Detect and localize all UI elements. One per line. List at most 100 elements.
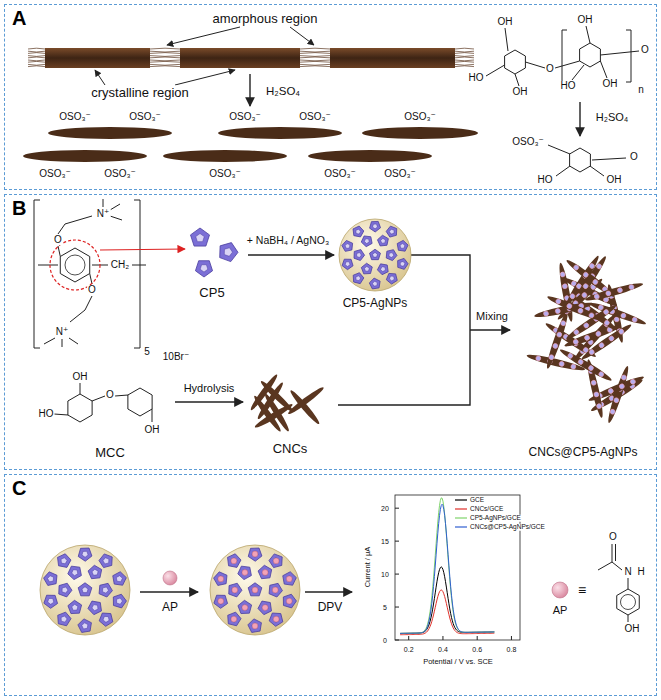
diagram-label: + NaBH₄ / AgNO₃ [246, 235, 330, 246]
cellulose-fibre [455, 51, 474, 53]
silver-nanoparticle [356, 229, 361, 234]
silver-nanoparticle [386, 226, 397, 237]
benzene-ring [617, 589, 640, 615]
silver-nanoparticle [258, 601, 271, 615]
benzene-ring [60, 43, 639, 615]
silver-nanoparticle [398, 258, 408, 269]
silver-nanoparticle [231, 616, 237, 622]
silver-nanoparticle [262, 569, 268, 575]
silver-nanoparticle [62, 587, 68, 593]
diagram-label: MCC [94, 446, 126, 459]
dpv-chart [408, 636, 409, 640]
silver-nanoparticle [40, 219, 411, 635]
silver-nanoparticle [214, 572, 227, 586]
silver-nanoparticle [361, 263, 372, 274]
silver-nanoparticle [88, 601, 101, 615]
cellulose-fibre [455, 55, 474, 57]
cellulose-fibre [150, 52, 180, 54]
silver-nanoparticle [252, 551, 258, 557]
chemical-bond [626, 30, 631, 82]
silver-nanoparticle [389, 253, 394, 258]
chemical-bond [612, 544, 613, 562]
nanocomposite-cluster [558, 347, 613, 384]
dpv-chart [395, 508, 399, 509]
panel-frame: B [4, 194, 657, 470]
diagram-label: OH [72, 372, 89, 382]
silver-nanoparticle [389, 229, 394, 234]
cellulose-nanocrystal [23, 150, 147, 162]
nanocomposite-cluster [588, 300, 647, 327]
nanocomposite-cluster [560, 272, 566, 278]
silver-nanoparticle [58, 554, 71, 568]
nanocomposite-cluster [588, 312, 594, 318]
nanocomposite-cluster [567, 353, 574, 360]
cellulose-fibre [28, 60, 45, 62]
dpv-chart [395, 574, 399, 575]
nanocomposite-cluster [629, 284, 635, 290]
nanocomposite-cluster [548, 354, 554, 360]
reaction-arrow [140, 255, 510, 592]
silver-nanoparticle [377, 264, 388, 275]
chemical-bond [58, 216, 92, 234]
silver-nanoparticle [218, 576, 224, 582]
silver-nanoparticle [242, 570, 248, 576]
diagram-label: 10Br⁻ [162, 352, 190, 362]
chemical-bond [34, 200, 40, 348]
nanocomposite-cluster [564, 258, 616, 300]
cellulose-fibre [180, 48, 300, 68]
silver-nanoparticle [210, 545, 300, 635]
chemical-bond [556, 166, 570, 176]
silver-nanoparticle [103, 558, 109, 564]
silver-nanoparticle [72, 604, 78, 610]
silver-nanoparticle [252, 623, 258, 629]
nanocomposite-cluster [543, 311, 549, 317]
chemical-bond [115, 395, 128, 396]
nanocomposite-cluster [558, 347, 613, 384]
chemical-bond [132, 265, 146, 266]
nanocomposite-cluster [582, 271, 589, 278]
panel-letter: A [12, 8, 26, 28]
silver-nanoparticle [248, 548, 262, 561]
benzene-ring [128, 388, 152, 416]
silver-nanoparticle [228, 554, 241, 568]
cellulose-fibre [150, 60, 180, 62]
chemical-bond [615, 544, 616, 561]
nanocomposite-cluster [605, 290, 611, 296]
chemical-bond [80, 383, 81, 394]
pillararene-icon [190, 228, 238, 277]
silver-nanoparticle [248, 583, 262, 596]
cellulose-nanocrystal [362, 127, 478, 139]
diagram-label: H₂SO₄ [265, 86, 301, 98]
nanocomposite-cluster [608, 335, 615, 342]
chemical-bond [103, 199, 104, 207]
silver-nanoparticle [353, 273, 364, 284]
cellulose-nanocrystal [218, 127, 342, 139]
chemical-bond [598, 562, 612, 570]
panel-frame: C [4, 474, 657, 696]
diagram-label: OSO₃⁻ [38, 169, 72, 179]
silver-nanoparticle [78, 583, 92, 596]
dpv-chart [400, 590, 494, 635]
cellulose-nanocrystal [249, 373, 326, 433]
silver-nanoparticle [218, 598, 224, 604]
silver-nanoparticle [248, 619, 262, 633]
diagram-label: OSO₃⁻ [403, 112, 437, 122]
diagram-label: O [640, 45, 650, 55]
cellulose-fibre [150, 64, 180, 66]
nanocomposite-cluster [581, 292, 588, 299]
chemical-bond [628, 578, 629, 589]
silver-nanoparticle [40, 545, 130, 635]
benzene-ring [621, 595, 636, 610]
panel-letter: B [12, 198, 26, 218]
legend-sample [455, 508, 467, 509]
cellulose-fibre [455, 65, 474, 67]
cellulose-fibre [150, 48, 180, 50]
cellulose-fibre [455, 48, 474, 50]
diagram-label: OSO₃⁻ [511, 137, 545, 147]
leader-line [95, 70, 105, 85]
nanocomposite-cluster [591, 380, 597, 386]
ap-molecule-icon [552, 582, 568, 598]
cellulose-fibre [28, 61, 45, 63]
silver-nanoparticle [262, 605, 268, 611]
